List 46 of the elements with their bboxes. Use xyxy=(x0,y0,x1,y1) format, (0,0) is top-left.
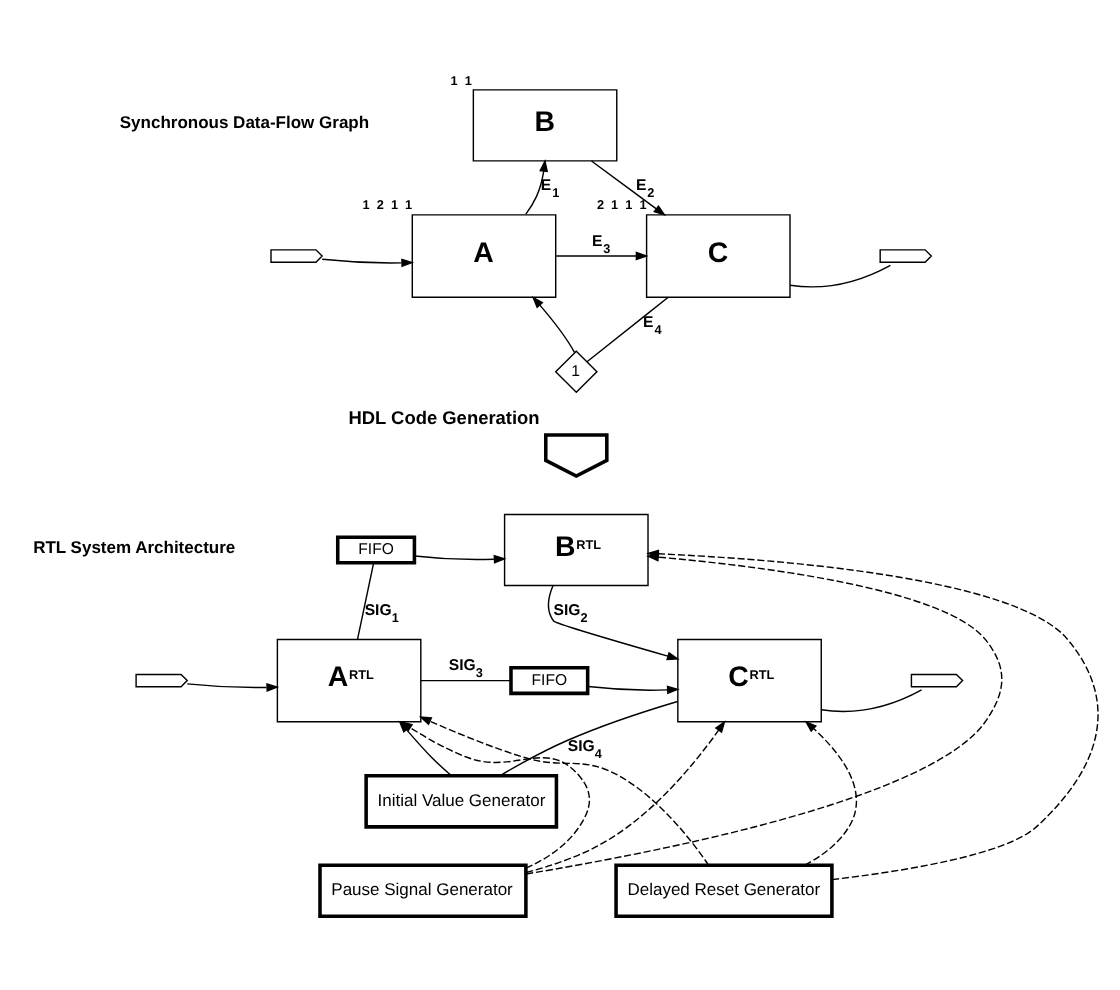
node-diamond: 1 xyxy=(554,349,598,393)
arrow xyxy=(418,715,710,865)
node-arrow xyxy=(879,248,933,262)
connector xyxy=(586,295,669,362)
node-arrow xyxy=(135,672,189,687)
edge-label: E$_{2}$ xyxy=(635,175,655,201)
node-box: FIFO xyxy=(335,534,417,564)
connector xyxy=(420,678,512,681)
label: RTL System Architecture xyxy=(33,535,236,556)
node-label: HDL Code Generation xyxy=(348,407,540,428)
edge-label: E$_{4}$ xyxy=(643,311,662,337)
arrow xyxy=(186,681,280,691)
arrow xyxy=(414,553,507,563)
node-box: Pause Signal Generator xyxy=(318,862,528,918)
node-box: B$^{RTL}$ xyxy=(503,512,649,586)
node-box: Delayed Reset Generator xyxy=(614,862,834,918)
node-arrow xyxy=(544,432,609,478)
edge-label: E$_{1}$ xyxy=(540,175,560,201)
node-box: A xyxy=(411,213,557,297)
node-arrow xyxy=(910,672,964,687)
edge-label: SIG$_{1}$ xyxy=(364,600,399,625)
arrow xyxy=(590,159,667,216)
arrow xyxy=(525,719,726,873)
arrow xyxy=(547,584,680,660)
connector xyxy=(789,263,892,287)
arrow xyxy=(555,250,649,260)
arrow xyxy=(587,684,680,694)
node-arrow xyxy=(270,248,324,262)
node-box: C$^{RTL}$ xyxy=(677,637,822,722)
node-box: Initial Value Generator xyxy=(364,772,559,828)
arrow xyxy=(531,294,576,353)
node-box: FIFO xyxy=(509,665,590,695)
connector xyxy=(820,688,923,712)
edge-label: SIG$_{4}$ xyxy=(567,736,602,762)
edge-label: E$_{3}$ xyxy=(591,230,611,256)
edge-label: SIG$_{3}$ xyxy=(448,655,483,681)
node-box: A$^{RTL}$ xyxy=(276,637,422,722)
label: Synchronous Data-Flow Graph xyxy=(119,111,370,132)
connector xyxy=(356,561,375,640)
arrow xyxy=(321,257,415,267)
node-box: B xyxy=(472,88,618,161)
arrow xyxy=(804,719,858,865)
arrow xyxy=(525,158,549,214)
connector xyxy=(499,699,679,776)
node-box: C xyxy=(645,213,791,297)
edge-label: SIG$_{2}$ xyxy=(553,600,588,625)
